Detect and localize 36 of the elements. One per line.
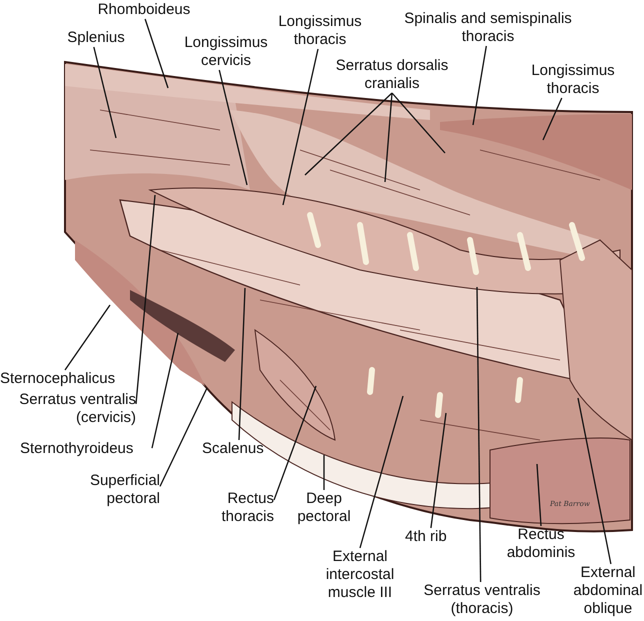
muscle-label: Superficial pectoral	[72, 472, 160, 508]
leader-line	[323, 455, 325, 490]
leader-line	[273, 386, 317, 500]
leader-line	[238, 288, 246, 440]
muscle-label: External intercostal muscle III	[318, 548, 402, 602]
muscle-label: Rectus thoracis	[206, 490, 274, 526]
leader-line	[577, 398, 612, 564]
leader-line	[151, 332, 179, 448]
muscle-label: 4th rib	[405, 528, 459, 546]
muscle-label: External abdominal oblique	[572, 564, 644, 618]
leader-line	[536, 464, 542, 526]
muscle-label: Spinalis and semispinalis thoracis	[404, 10, 572, 46]
leader-line	[135, 194, 156, 404]
leader-line	[472, 46, 487, 126]
muscle-label: Sternothyroideus	[20, 440, 152, 458]
muscle-label: Deep pectoral	[288, 490, 360, 526]
leader-line	[304, 92, 392, 176]
leader-line	[144, 18, 169, 88]
muscle-label: Rhomboideus	[88, 1, 200, 19]
muscle-label: Sternocephalicus	[0, 370, 130, 388]
leader-line	[159, 388, 208, 487]
leader-line	[392, 92, 446, 154]
muscle-label: Longissimus thoracis	[522, 62, 624, 98]
muscle-label: Scalenus	[202, 440, 276, 458]
leader-line	[359, 396, 404, 548]
muscle-label: Serratus ventralis (thoracis)	[412, 582, 552, 618]
leader-line	[64, 304, 111, 370]
leader-line	[384, 92, 393, 182]
leader-line	[476, 287, 482, 582]
muscle-label: Rectus abdominis	[498, 526, 584, 562]
leader-line	[282, 48, 319, 206]
muscle-label: Splenius	[60, 29, 132, 47]
muscle-label: Serratus dorsalis cranialis	[326, 57, 458, 93]
muscle-label: Serratus ventralis (cervicis)	[0, 391, 136, 427]
leader-line	[430, 412, 447, 528]
leader-line	[93, 46, 117, 138]
